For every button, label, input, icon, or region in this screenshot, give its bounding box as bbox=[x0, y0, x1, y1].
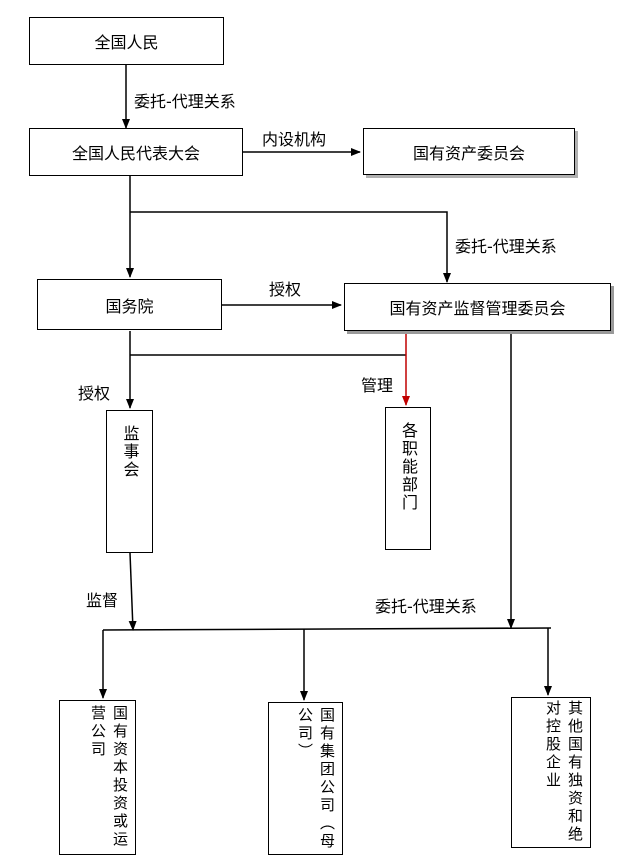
node-sasac-label: 国有资产监督管理委员会 bbox=[389, 299, 566, 318]
distribution-bus bbox=[102, 627, 552, 631]
node-other-enterprises-label: 其他国有独资和绝对控股企业 bbox=[544, 700, 584, 844]
node-supervisory-board-label: 监事会 bbox=[120, 425, 140, 479]
edge-label-delegation-2: 委托-代理关系 bbox=[455, 237, 557, 256]
edge-label-internal: 内设机构 bbox=[262, 130, 327, 149]
node-congress-label: 全国人民代表大会 bbox=[71, 144, 200, 163]
node-investment-company: 国有资本投资或运营公司 bbox=[59, 700, 136, 855]
node-functional-depts: 各职能部门 bbox=[385, 407, 431, 550]
node-supervisory-board: 监事会 bbox=[106, 410, 153, 553]
edge-label-authorize-2: 授权 bbox=[78, 384, 111, 403]
node-state-council-label: 国务院 bbox=[105, 296, 154, 316]
node-people: 全国人民 bbox=[29, 17, 224, 65]
node-congress: 全国人民代表大会 bbox=[29, 128, 243, 176]
node-sasac-committee: 国有资产委员会 bbox=[363, 128, 575, 175]
edge-label-delegation-1: 委托-代理关系 bbox=[134, 92, 236, 111]
node-functional-depts-label: 各职能部门 bbox=[399, 422, 418, 512]
edge-label-authorize-1: 授权 bbox=[269, 280, 302, 299]
node-group-company: 国有集团公司（母公司） bbox=[268, 702, 343, 855]
node-other-enterprises: 其他国有独资和绝对控股企业 bbox=[511, 697, 591, 848]
edge-supervisory-to-bus bbox=[128, 552, 137, 631]
edge-label-manage: 管理 bbox=[361, 376, 394, 395]
node-people-label: 全国人民 bbox=[94, 33, 159, 52]
node-sasac-committee-label: 国有资产委员会 bbox=[412, 143, 525, 163]
node-state-council: 国务院 bbox=[37, 279, 222, 330]
edge-label-delegation-3: 委托-代理关系 bbox=[375, 597, 477, 616]
node-group-company-label: 国有集团公司（母公司） bbox=[296, 707, 336, 851]
edge-congress-to-sasac bbox=[130, 211, 451, 283]
node-investment-company-label: 国有资本投资或运营公司 bbox=[89, 705, 129, 849]
node-sasac: 国有资产监督管理委员会 bbox=[344, 283, 611, 331]
edge-label-supervise: 监督 bbox=[86, 591, 119, 610]
